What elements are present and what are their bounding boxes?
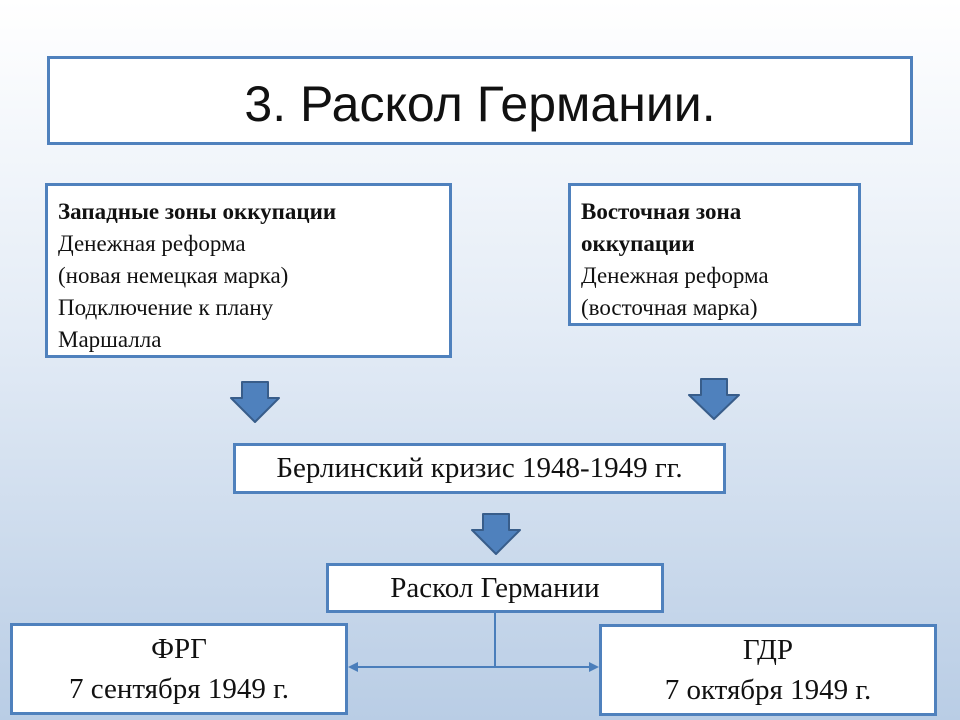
title-box: 3. Раскол Германии. <box>47 56 913 145</box>
frg-name: ФРГ <box>151 633 207 665</box>
west-zone-line: Подключение к плану <box>58 295 274 320</box>
west-zone-box: Западные зоны оккупации Денежная реформа… <box>45 183 452 358</box>
arrow-down-icon <box>471 513 521 555</box>
east-zone-box: Восточная зона оккупации Денежная реформ… <box>568 183 861 326</box>
west-zone-heading: Западные зоны оккупации <box>58 199 337 224</box>
crisis-label: Берлинский кризис 1948-1949 гг. <box>276 452 683 484</box>
east-zone-line: Денежная реформа <box>581 263 769 288</box>
west-zone-line: Маршалла <box>58 327 162 352</box>
gdr-box: ГДР 7 октября 1949 г. <box>599 624 937 716</box>
east-zone-line: (восточная марка) <box>581 295 758 320</box>
west-zone-line: Денежная реформа <box>58 231 246 256</box>
east-zone-heading: оккупации <box>581 231 695 256</box>
crisis-box: Берлинский кризис 1948-1949 гг. <box>233 443 726 494</box>
split-label: Раскол Германии <box>390 571 600 604</box>
gdr-name: ГДР <box>742 634 794 666</box>
frg-date: 7 сентября 1949 г. <box>69 673 289 705</box>
arrow-down-icon <box>230 381 280 423</box>
gdr-date: 7 октября 1949 г. <box>664 674 872 706</box>
frg-box: ФРГ 7 сентября 1949 г. <box>10 623 348 715</box>
arrow-down-icon <box>688 378 740 420</box>
east-zone-heading: Восточная зона <box>581 199 742 224</box>
split-box: Раскол Германии <box>326 563 664 613</box>
page-title: 3. Раскол Германии. <box>244 75 716 132</box>
west-zone-line: (новая немецкая марка) <box>58 263 289 288</box>
